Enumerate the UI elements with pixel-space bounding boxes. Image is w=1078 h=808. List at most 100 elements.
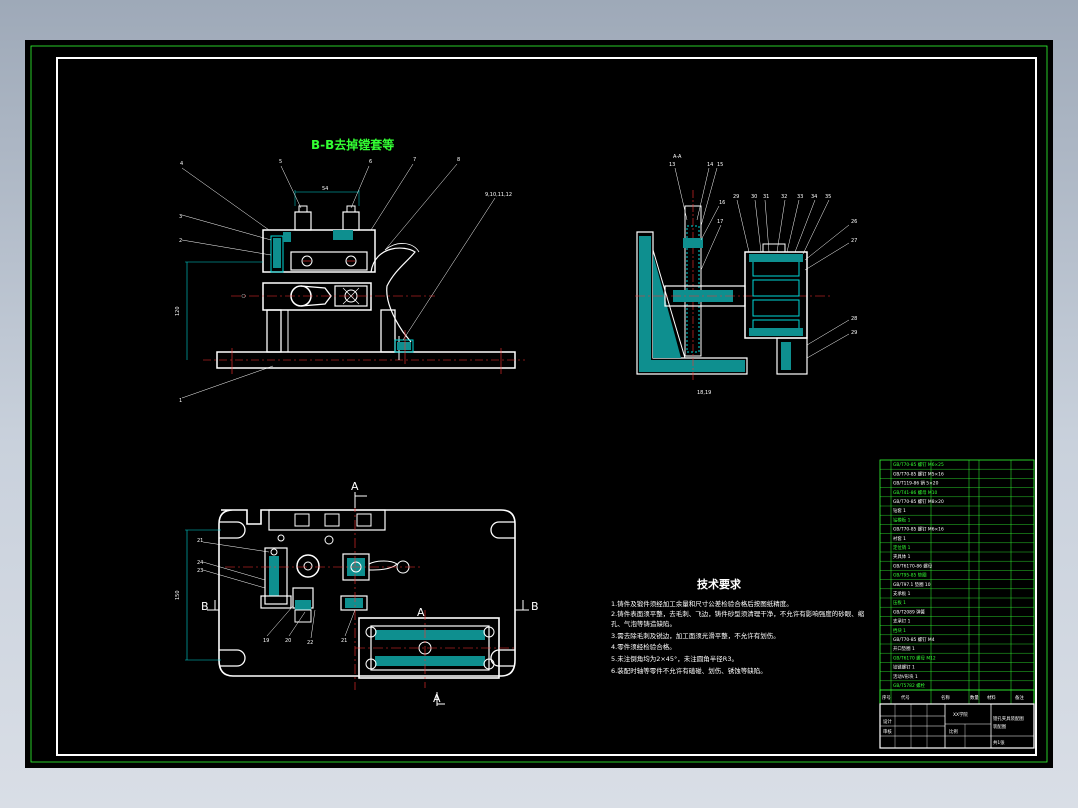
bom-row: GB/T2089 弹簧 [893, 608, 926, 615]
balloon-26: 26 [851, 219, 857, 225]
drawing-sheet: B-B去掉镗套等 [25, 40, 1053, 768]
balloon-24: 24 [197, 560, 203, 566]
bom-header-material: 材料 [987, 694, 996, 701]
bom-row: GB/T6170 螺母 M12 [893, 654, 936, 661]
dim-top-width: 54 [322, 186, 328, 192]
bom-row: 钻套 1 [893, 507, 906, 514]
bom-row: GB/T119-86 销 5×20 [893, 480, 939, 487]
section-marker-a-top: A [351, 480, 359, 493]
outer-border [30, 45, 1048, 763]
balloon-3: 3 [179, 214, 182, 220]
bom-row: 活动V形块 1 [893, 673, 918, 680]
title-sheet: 共1张 [993, 739, 1005, 746]
section-marker-b-left: B [201, 600, 209, 613]
section-title: B-B去掉镗套等 [311, 137, 394, 152]
bom-row: 支承板 1 [893, 590, 911, 597]
bom-row: 压板 1 [893, 599, 906, 606]
tech-line-1: 1.铸件及锻件须经加工余量和尺寸公差检验合格后按图纸精度。 [611, 599, 793, 608]
balloon-4: 4 [180, 161, 183, 167]
bom-header-name: 名称 [941, 694, 950, 701]
bom-header-no: 序号 [882, 694, 891, 701]
bom-row: GB/T95-85 垫圈 [893, 572, 927, 579]
balloon-29a: 29 [733, 194, 739, 200]
tech-line-6: 5.未注倒角均为2×45°，未注圆角半径R3。 [611, 654, 738, 663]
bom-header-code: 代号 [901, 694, 910, 701]
title-drawing-no: 装配图 [993, 723, 1007, 730]
plan-view: A A A B B 150 21 24 23 19 20 22 21 [175, 480, 539, 706]
bom-row: 铰链螺钉 1 [893, 664, 915, 671]
balloon-17: 17 [717, 219, 723, 225]
balloon-22: 22 [307, 640, 313, 646]
bom-row: GB/T70-85 螺钉 M4 [893, 636, 935, 643]
cad-drawing: B-B去掉镗套等 [30, 45, 1048, 763]
bom-row: GB/T70-85 螺钉 M6×25 [893, 461, 944, 468]
balloon-13: 13 [669, 162, 675, 168]
balloon-9-12: 9,10,11,12 [485, 192, 512, 198]
svg-text:○: ○ [241, 294, 247, 298]
bom-header-qty: 数量 [970, 694, 979, 701]
balloon-27: 27 [851, 238, 857, 244]
balloon-35: 35 [825, 194, 831, 200]
title-scale: 比例 [949, 728, 958, 735]
tech-line-7: 6.装配时轴等零件不允许有磕碰、划伤、锈蚀等缺陷。 [611, 666, 767, 675]
balloon-1: 1 [179, 398, 182, 404]
balloon-6: 6 [369, 159, 372, 165]
balloon-32: 32 [781, 194, 787, 200]
tech-line-3: 孔、气泡等铸造缺陷。 [611, 619, 676, 628]
bom-row: 支承钉 1 [893, 618, 911, 625]
balloon-16: 16 [719, 200, 725, 206]
balloon-23: 23 [197, 568, 203, 574]
bom-row: 开口垫圈 1 [893, 645, 915, 652]
balloon-14: 14 [707, 162, 713, 168]
balloon-19: 19 [263, 638, 269, 644]
title-drawing-name: 镗孔夹具装配图 [993, 715, 1024, 722]
balloon-20: 20 [285, 638, 291, 644]
section-marker-a-bottom: A [433, 692, 441, 705]
bom-row: GB/T70-85 螺钉 M6×16 [893, 526, 944, 533]
bom-row: GB/T70-85 螺钉 M8×20 [893, 498, 944, 505]
balloon-29b: 29 [851, 330, 857, 336]
tech-line-4: 3.需去除毛刺及锐边，加工面须光滑平整，不允许有划伤。 [611, 631, 780, 640]
dim-front-height: 120 [175, 306, 181, 316]
balloon-15: 15 [717, 162, 723, 168]
balloon-8: 8 [457, 157, 460, 163]
tech-requirements: 技术要求 1.铸件及锻件须经加工余量和尺寸公差检验合格后按图纸精度。 2.铸件表… [611, 577, 865, 675]
title-checker: 审核 [883, 728, 892, 735]
balloon-7: 7 [413, 157, 416, 163]
bom-row: GB/T41-86 螺母 M10 [893, 489, 937, 496]
bom-row: 挡块 1 [893, 627, 906, 634]
side-view-mark: A-A [673, 154, 682, 160]
bom-header-remark: 备注 [1015, 694, 1024, 701]
bom-row: 钻模板 1 [893, 516, 911, 523]
inner-border [56, 57, 1037, 756]
tech-requirements-title: 技术要求 [697, 577, 742, 591]
bom-row: 衬套 1 [893, 535, 906, 542]
section-marker-a-mid: A [417, 606, 425, 619]
balloon-28: 28 [851, 316, 857, 322]
bom-row: GB/T70-85 螺钉 M5×16 [893, 470, 944, 477]
title-school: XX学院 [953, 711, 968, 718]
title-designer: 设计 [883, 718, 892, 725]
bom-row: GB/T5782 螺栓 [893, 682, 926, 689]
tech-line-5: 4.零件须经检验合格。 [611, 642, 676, 651]
balloon-21a: 21 [197, 538, 203, 544]
bom-row: GB/T97.1 垫圈 10 [893, 581, 931, 588]
balloon-33: 33 [797, 194, 803, 200]
bom-row: 定位销 1 [893, 544, 911, 551]
balloon-5: 5 [279, 159, 282, 165]
tech-line-2: 2.铸件表面须平整，去毛刺、飞边，铸件砂型须清理干净，不允许有影响强度的砂眼、缩 [611, 609, 865, 618]
side-view: A-A [635, 154, 857, 396]
balloon-30: 30 [751, 194, 757, 200]
section-marker-b-right: B [531, 600, 539, 613]
balloon-31: 31 [763, 194, 769, 200]
dim-plan-height: 150 [175, 590, 181, 600]
balloon-18-19: 18,19 [697, 390, 711, 396]
bom-row: GB/T6170-86 螺母 [893, 562, 933, 569]
bom-row: 夹具体 1 [893, 553, 911, 560]
title-block: XX学院 镗孔夹具装配图 装配图 设计 审核 比例 共1张 [879, 703, 1035, 749]
front-view: 54 120 ○ 4 5 6 7 8 3 2 1 9,10,11,12 [175, 157, 525, 404]
balloon-21b: 21 [341, 638, 347, 644]
balloon-34: 34 [811, 194, 817, 200]
balloon-2: 2 [179, 238, 182, 244]
